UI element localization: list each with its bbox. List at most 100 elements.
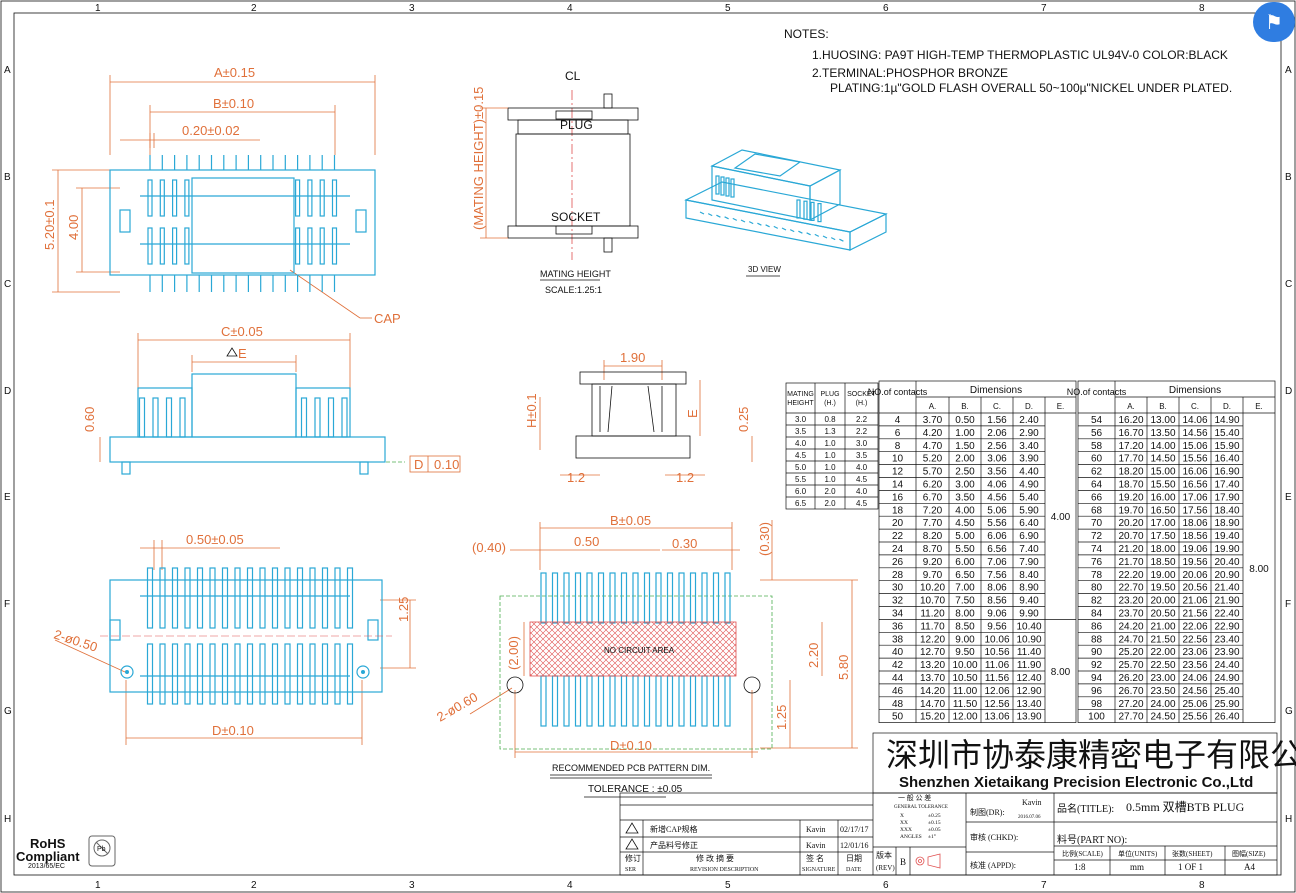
dim-190: 1.90 [620,350,645,365]
dim-table-cell: 2.00 [955,454,975,465]
dim-table-cell: 9.70 [923,570,943,581]
dim-table-cell: 14.00 [1150,441,1175,452]
dim-table-cell: 22.56 [1182,634,1207,645]
socket-label: SOCKET [551,210,601,224]
dim-table-cell: 80 [1091,583,1103,594]
dim-table-cell: 11.00 [953,686,978,697]
iso-caption: 3D VIEW [748,265,781,274]
dim-table-cell: 4 [895,415,901,426]
dim-table-cell: 17.40 [1214,480,1239,491]
dim-table-cell: 5.40 [1019,492,1039,503]
height-table-header: (H.) [856,400,868,407]
bottom-view: 0.50±0.05 1.25 2-ø0.50 D±0.10 [52,532,416,745]
company-name-cn: 深圳市协泰康精密电子有限公司 [886,737,1296,773]
pcb-dim-580: 5.80 [836,655,851,680]
dim-table-e: 8.00 [1051,667,1071,678]
rev-hdr-date: 日期 [846,854,862,863]
tolerance-key: ANGLES [900,834,922,840]
revision-2-date: 12/01/16 [840,841,868,850]
dim-table-cell: 100 [1088,712,1105,723]
dim-table-cell: 20.20 [1118,518,1143,529]
height-table-cell: 4.0 [856,463,868,472]
dim-table-cell: 4.56 [987,492,1007,503]
size-label: 图幅(SIZE) [1232,849,1266,858]
dim-table-cell: 8 [895,441,901,452]
dim-table-cell: 18.90 [1214,518,1239,529]
dim-c: C±0.05 [221,324,263,339]
dim-table-cell: 6.06 [987,531,1007,542]
dim-table-cell: 12 [892,467,904,478]
dim-table-cell: 86 [1091,621,1103,632]
dim-table-cell: 38 [892,634,904,645]
mating-view: CL PLUG SOCKET (MATING HEIGHT)±0.15 MATI… [471,69,639,295]
dim-table-cell: 10.56 [984,647,1009,658]
dim-table-cell: 23.90 [1214,647,1239,658]
dim-table-cell: 34 [892,609,904,620]
dim-table-cell: 22.50 [1150,660,1175,671]
dim-table-cell: 12.00 [952,712,977,723]
height-table-header: (H.) [824,400,836,407]
dim-12b: 1.2 [676,470,694,485]
dim-table-cell: 10.40 [1016,621,1041,632]
dim-table-cell: 23.70 [1118,609,1143,620]
frame-col-label: 8 [1199,880,1205,891]
dim-d-bottom: D±0.10 [212,723,254,738]
checked-label: 审核 (CHKD): [970,832,1018,842]
dim-table-cell: 3.40 [1019,441,1039,452]
dim-table-cell: 96 [1091,686,1103,697]
dim-125-bottom: 1.25 [396,597,411,622]
frame-row-label: G [4,706,12,717]
dim-table-cell: 5.90 [1019,505,1039,516]
dim-table-cell: 1.50 [955,441,975,452]
top-view: A±0.15 B±0.10 0.20±0.02 5.20±0.1 4.00 CA… [42,65,401,326]
dim-table-cell: 10.00 [952,660,977,671]
dim-table-cell: 20.00 [1150,596,1175,607]
dim-table-cell: 9.06 [987,609,1007,620]
dim-table-cell: 5.06 [987,505,1007,516]
dim-table-cell: 24.56 [1182,686,1207,697]
dim-table-cell: 15.56 [1182,454,1207,465]
dim-table-cell: 76 [1091,557,1103,568]
rev-hdr-ver-en: SER [625,867,636,873]
dim-table-cell: 11.50 [953,699,978,710]
dim-table-e: 8.00 [1249,564,1269,575]
dim-table-cell: 13.40 [1016,699,1041,710]
flatness-symbol: D [414,457,423,472]
bookmark-icon[interactable]: ⚑ [1253,2,1295,42]
dim-table-cell: 14.20 [920,686,945,697]
pcb-dim-b: B±0.05 [610,513,651,528]
tolerance-key: XXX [900,827,912,833]
dim-table-cell: 5.00 [955,531,975,542]
dim-table-cell: 22.00 [1150,647,1175,658]
dim-table-cell: 18.40 [1214,505,1239,516]
dim-table-cell: 14.50 [1150,454,1175,465]
dim-table-cell: 13.00 [1150,415,1175,426]
dim-table-cell: 62 [1091,467,1103,478]
plug-label: PLUG [560,118,593,132]
dim-table-cell: 25.70 [1118,660,1143,671]
pcb-dim-040: (0.40) [472,540,506,555]
pcb-dim-d: D±0.10 [610,738,652,753]
dim-table-cell: 3.70 [923,415,943,426]
dim-table-cell: 46 [892,686,904,697]
dim-table-cell: 23.00 [1150,673,1175,684]
note-housing: 1.HUOSING: PA9T HIGH-TEMP THERMOPLASTIC … [812,48,1228,62]
tolerance-value: ±1° [928,833,936,840]
dim-table-cell: 44 [892,673,904,684]
dim-table-cell: 6 [895,428,901,439]
pcb-dim-050: 0.50 [574,534,599,549]
pcb-pattern: NO CIRCUIT AREA B±0.05 (0.40) 0.50 0.30 … [434,513,858,798]
dim-table-cell: 10 [892,454,904,465]
dim-table-cell: 20.70 [1118,531,1143,542]
rev-hdr-desc: 修 改 摘 要 [696,853,734,863]
frame-row-label: H [4,814,11,825]
dim-table-cell: 2.56 [987,441,1007,452]
height-table-cell: 4.5 [856,475,868,484]
height-table-cell: 4.0 [856,487,868,496]
pcb-dim-hole: 2-ø0.60 [434,689,480,724]
dim-table-col: A. [1127,402,1135,411]
dim-table-col: A. [929,402,937,411]
frame-col-label: 3 [409,880,415,891]
dim-a: A±0.15 [214,65,255,80]
